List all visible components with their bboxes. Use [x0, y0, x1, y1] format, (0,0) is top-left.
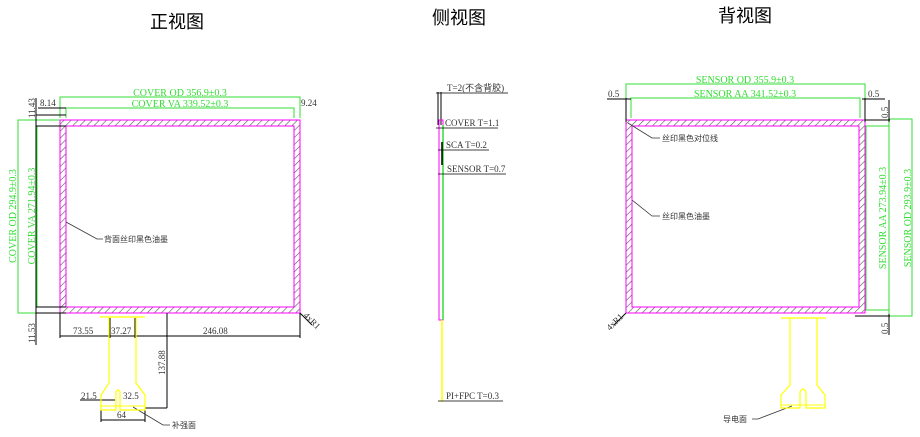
stiffener-label: 补强面: [172, 420, 196, 430]
ink-label: 背面丝印黑色油墨: [104, 234, 168, 244]
back-black-dims: [607, 98, 890, 335]
dim-top-0-5: 0.5: [880, 106, 890, 118]
sensor-aa-height: SENSOR AA 273.94±0.3: [878, 167, 889, 269]
sensor-aa-width: SENSOR AA 341.52±0.3: [694, 89, 796, 100]
back-view-title: 背视图: [718, 6, 772, 27]
dim-137-88: 137.88: [157, 350, 167, 375]
side-fpc-thickness: PI+FPC T=0.3: [446, 391, 500, 401]
cover-va-width: COVER VA 339.52±0.3: [132, 99, 229, 110]
side-sca-thickness: SCA T=0.2: [446, 140, 487, 150]
back-ink-label: 丝印黑色油墨: [662, 211, 710, 221]
back-green-dims: [625, 83, 913, 317]
front-view-title: 正视图: [150, 12, 204, 33]
back-view: 背视图 SENSOR OD 355.9±0.3 SENSOR AA 341.52…: [604, 6, 914, 424]
front-view: 正视图 COVER OD 356.9±0.3 COVER: [8, 12, 322, 430]
front-bezel-frame: [59, 119, 301, 314]
dim-21-5: 21.5: [81, 391, 97, 401]
sensor-od-height: SENSOR OD 293.9±0.3: [903, 169, 914, 267]
conductive-side-label: 导电面: [723, 414, 747, 424]
dim-32-5: 32.5: [123, 391, 139, 401]
front-black-dims: [35, 98, 313, 422]
side-sensor-thickness: SENSOR T=0.7: [447, 164, 506, 174]
dim-37-27: 37.27: [111, 326, 132, 336]
sensor-od-width: SENSOR OD 355.9±0.3: [696, 75, 794, 86]
back-frame: [625, 119, 866, 314]
dim-73-55: 73.55: [73, 326, 94, 336]
dim-bottom-0-5: 0.5: [880, 322, 890, 334]
dim-9-24: 9.24: [301, 98, 317, 108]
side-view: 侧视图 T=2(不含背胶) COVER T=1.1 SCA T=0.2 SENS…: [432, 8, 508, 402]
dim-246-08: 246.08: [203, 326, 228, 336]
dim-11-43: 11.43: [27, 98, 37, 118]
dim-11-53: 11.53: [27, 323, 37, 343]
dim-8-14: 8.14: [40, 98, 56, 108]
cover-va-height: COVER VA 271.94±0.3: [27, 168, 38, 265]
side-cover-thickness: COVER T=1.1: [445, 118, 499, 128]
cover-od-height: COVER OD 294.9±0.3: [8, 169, 19, 263]
back-fpc-tail: [780, 317, 826, 409]
side-layers: [437, 92, 444, 402]
align-line-label: 丝印黑色对位线: [662, 133, 718, 143]
front-fpc-tail: [100, 316, 146, 411]
cover-od-width: COVER OD 356.9±0.3: [133, 88, 227, 99]
front-leaders: [65, 221, 170, 426]
back-leaders: [627, 122, 793, 420]
side-leaders: [436, 92, 508, 402]
back-corner-radius: 4xR1: [604, 312, 625, 333]
dim-64: 64: [117, 410, 127, 420]
side-total-thickness: T=2(不含背胶): [447, 82, 504, 93]
side-view-title: 侧视图: [432, 8, 486, 29]
dim-right-0-5: 0.5: [868, 89, 880, 99]
corner-radius: 4xR1: [302, 310, 323, 331]
dim-left-0-5: 0.5: [608, 89, 620, 99]
